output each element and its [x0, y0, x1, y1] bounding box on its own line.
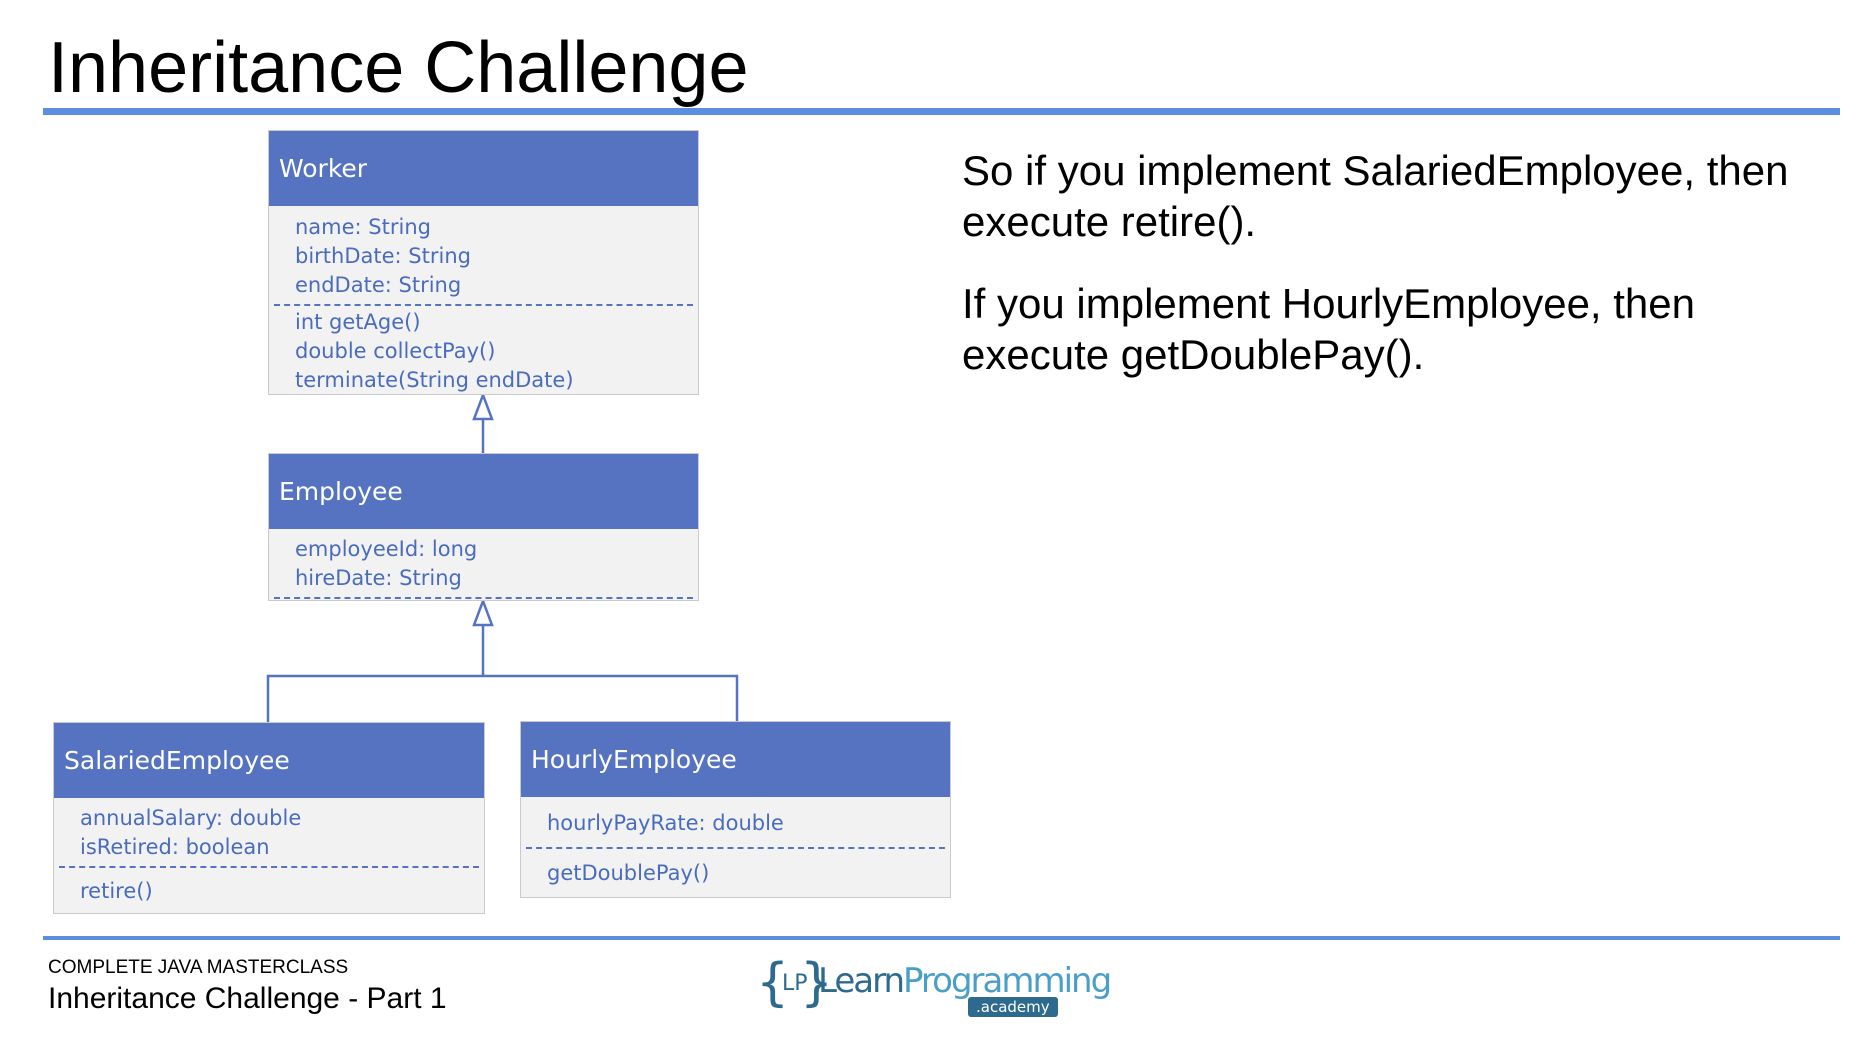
worker-method: int getAge() [295, 310, 421, 334]
worker-attribute: birthDate: String [295, 244, 471, 268]
logo-word-learn: Learn [818, 961, 905, 1001]
worker-method: double collectPay() [295, 339, 496, 363]
salaried-employee-method: retire() [80, 879, 153, 903]
salaried-employee-class: SalariedEmployee annualSalary: double is… [53, 722, 485, 914]
worker-inheritance-arrowhead [472, 391, 494, 421]
employee-class-name: Employee [269, 454, 698, 529]
worker-attribute: name: String [295, 215, 431, 239]
salaried-employee-divider [59, 866, 479, 868]
worker-class-name: Worker [269, 131, 698, 206]
logo-wordmark: LearnProgramming [818, 961, 1112, 1001]
worker-method: terminate(String endDate) [295, 368, 574, 392]
hourly-employee-class: HourlyEmployee hourlyPayRate: double get… [520, 721, 951, 898]
employee-inheritance-arrowhead [472, 597, 494, 627]
title-underline [43, 108, 1840, 115]
logo-word-programming: Programming [903, 961, 1112, 1001]
logo-initials: LP [782, 971, 808, 996]
hourly-employee-divider [526, 847, 945, 849]
hourly-employee-attribute: hourlyPayRate: double [547, 811, 784, 835]
note-salaried: So if you implement SalariedEmployee, th… [962, 147, 1789, 245]
slide-title: Inheritance Challenge [48, 28, 749, 108]
salaried-employee-class-name: SalariedEmployee [54, 723, 484, 798]
employee-divider [274, 597, 693, 599]
note-hourly: If you implement HourlyEmployee, then ex… [962, 280, 1696, 378]
salaried-employee-attribute: isRetired: boolean [80, 835, 270, 859]
footer-divider [43, 936, 1840, 940]
employee-attribute: hireDate: String [295, 566, 462, 590]
logo-open-brace: { [756, 953, 790, 1013]
logo-academy-badge: .academy [968, 997, 1058, 1017]
hourly-employee-class-name: HourlyEmployee [521, 722, 950, 797]
employee-class: Employee employeeId: long hireDate: Stri… [268, 453, 699, 601]
employee-attribute: employeeId: long [295, 537, 478, 561]
logo-close-brace: } [800, 953, 834, 1013]
salaried-employee-attribute: annualSalary: double [80, 806, 302, 830]
footer-lecture-title: Inheritance Challenge - Part 1 [48, 982, 447, 1015]
worker-class: Worker name: String birthDate: String en… [268, 130, 699, 395]
worker-divider [274, 304, 693, 306]
learnprogramming-logo: { LP } LearnProgramming .academy [756, 953, 1112, 1025]
worker-attribute: endDate: String [295, 273, 462, 297]
footer-course-name: COMPLETE JAVA MASTERCLASS [48, 957, 349, 978]
subclasses-to-employee-line [266, 624, 739, 722]
hourly-employee-method: getDoublePay() [547, 861, 710, 885]
